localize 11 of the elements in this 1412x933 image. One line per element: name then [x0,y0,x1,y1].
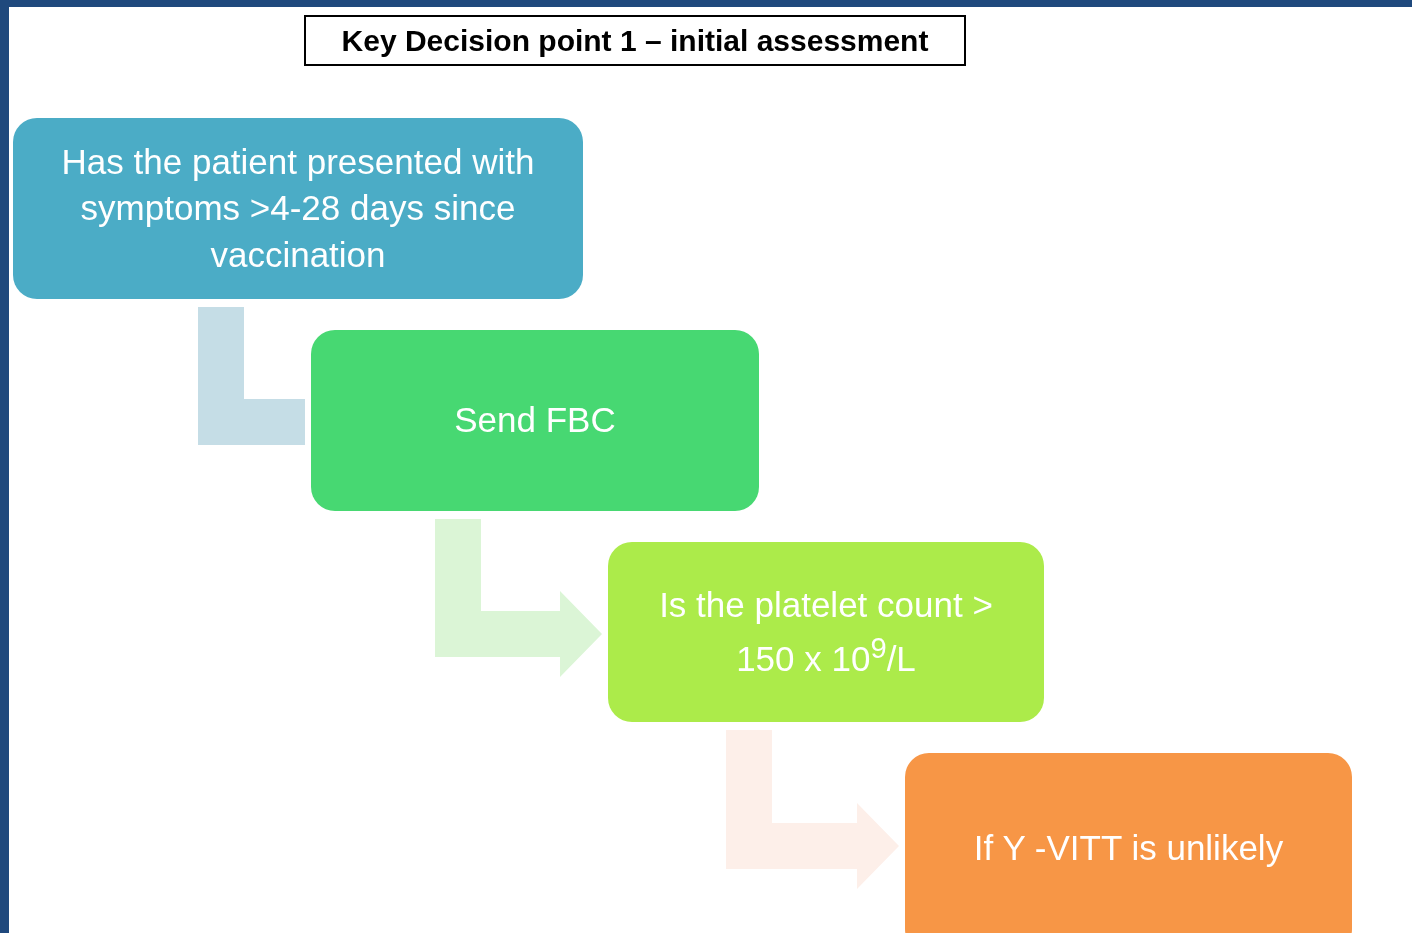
process-box [13,118,583,299]
process-box [905,753,1352,933]
bent-connector [198,307,305,445]
bent-arrow [435,519,602,677]
box-text: Is the platelet count > 150 x 10$^{9}$/L [658,584,994,680]
box-text: Send FBC [454,399,616,442]
box-text: Has the patient presented with symptoms >4-28 days since vaccination [60,140,536,276]
process-box [608,542,1044,722]
box-text: If Y -VITT is unlikely [973,826,1284,869]
process-box [311,330,759,511]
title: Key Decision point 1 – initial assessment [304,15,966,66]
